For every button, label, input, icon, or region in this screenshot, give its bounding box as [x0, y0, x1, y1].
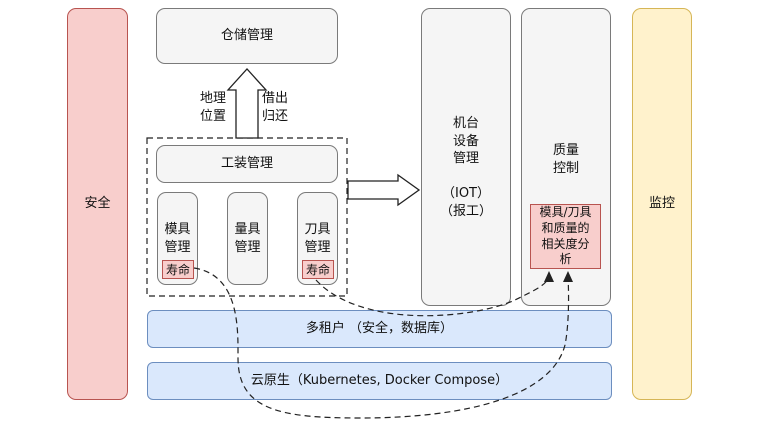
correlation-box: 模具/刀具 和质量的 相关度分 析 — [530, 204, 601, 269]
location-label: 地理 位置 — [200, 91, 227, 124]
knife-label: 刀具 管理 — [304, 222, 331, 255]
up-arrow — [226, 68, 268, 139]
cloud-native-label: 云原生（Kubernetes, Docker Compose） — [250, 373, 509, 389]
gauge-box: 量具 管理 — [227, 192, 268, 285]
cloud-native-bar: 云原生（Kubernetes, Docker Compose） — [147, 362, 612, 400]
gauge-label: 量具 管理 — [234, 222, 261, 255]
borrow-return-label: 借出 归还 — [262, 91, 289, 124]
warehouse-label: 仓储管理 — [220, 28, 273, 44]
machine-label: 机台 设备 管理 （IOT） （报工） — [439, 116, 492, 219]
knife-life-tag: 寿命 — [302, 260, 334, 279]
machine-box: 机台 设备 管理 （IOT） （报工） — [421, 8, 511, 306]
multitenant-bar: 多租户 （安全，数据库） — [147, 310, 612, 348]
security-bar: 安全 — [67, 8, 128, 400]
mold-life-tag: 寿命 — [162, 260, 194, 279]
knife-life-label: 寿命 — [305, 263, 330, 277]
monitoring-bar: 监控 — [632, 8, 692, 400]
tooling-label: 工装管理 — [220, 156, 273, 172]
mold-label: 模具 管理 — [164, 222, 191, 255]
warehouse-box: 仓储管理 — [156, 8, 338, 64]
monitoring-label: 监控 — [648, 196, 675, 212]
bind-label: 绑定 — [366, 182, 393, 197]
multitenant-label: 多租户 （安全，数据库） — [305, 321, 454, 337]
mold-life-label: 寿命 — [165, 263, 190, 277]
quality-label: 质量 控制 — [552, 143, 579, 176]
correlation-label: 模具/刀具 和质量的 相关度分 析 — [539, 205, 592, 267]
security-label: 安全 — [84, 196, 111, 212]
tooling-box: 工装管理 — [156, 145, 338, 183]
